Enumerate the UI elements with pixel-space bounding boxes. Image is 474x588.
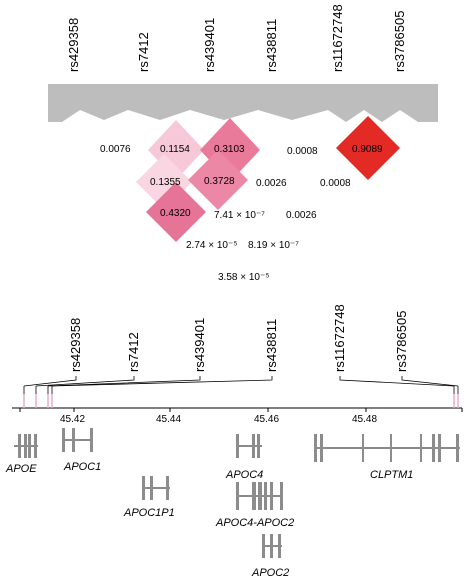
ld-snp-label: rs3786505	[392, 11, 407, 72]
ld-value: 0.9089	[352, 144, 383, 155]
ld-value: 0.0026	[256, 178, 287, 189]
snp-markers	[23, 394, 459, 408]
ld-value: 0.1154	[160, 144, 190, 155]
gene-clptm1: CLPTM1	[314, 434, 460, 481]
chromosome-axis: 45.42 45.44 45.46 45.48	[12, 407, 463, 425]
ld-snp-label: rs439401	[202, 18, 217, 72]
axis-tick-label: 45.48	[352, 414, 377, 425]
ld-header-band	[48, 84, 438, 122]
gene-apoc2: APOC2	[251, 534, 289, 579]
gene-apoc1: APOC1	[62, 428, 101, 473]
track-snp-label: rs7412	[126, 332, 141, 372]
gene-label: APOE	[5, 463, 37, 475]
ld-snp-label: rs7412	[136, 32, 151, 72]
ld-snp-label: rs429358	[66, 18, 81, 72]
snp-connectors	[23, 376, 459, 394]
gene-label: APOC4	[225, 469, 263, 481]
ld-value: 0.0026	[286, 210, 317, 221]
track-snp-label: rs11672748	[332, 304, 347, 372]
ld-cell-diamond	[188, 150, 248, 210]
ld-snp-label: rs438811	[264, 19, 279, 72]
axis-tick-label: 45.44	[156, 414, 181, 425]
gray-band	[48, 84, 438, 122]
track-snp-label: rs429358	[68, 318, 83, 372]
gene-apoc4-apoc2: APOC4-APOC2	[215, 482, 294, 529]
gene-apoe: APOE	[5, 434, 38, 475]
ld-value: 0.0076	[100, 144, 131, 155]
ld-value: 0.1355	[150, 177, 181, 188]
axis-tick-label: 45.42	[60, 414, 85, 425]
gene-apoc1p1: APOC1P1	[123, 476, 175, 519]
ld-cell-diamond	[336, 116, 400, 180]
ld-value: 0.3728	[204, 176, 235, 187]
track-snp-label: rs438811	[264, 319, 279, 372]
ld-cell-diamond	[146, 182, 206, 242]
track-snp-label: rs439401	[192, 318, 207, 372]
ld-snp-label: rs11672748	[330, 4, 345, 72]
ld-value: 7.41 × 10⁻⁷	[214, 210, 265, 221]
ld-value: 0.0008	[320, 178, 351, 189]
gene-label: CLPTM1	[370, 469, 413, 481]
ld-value: 3.58 × 10⁻⁵	[218, 272, 269, 283]
gene-label: APOC4-APOC2	[215, 517, 294, 529]
axis-tick-label: 45.46	[254, 414, 279, 425]
gene-label: APOC1P1	[123, 507, 175, 519]
ld-diamonds	[136, 116, 400, 242]
gene-label: APOC2	[251, 567, 289, 579]
ld-value: 0.3103	[214, 144, 245, 155]
track-snp-label: rs3786505	[394, 311, 409, 372]
ld-value: 2.74 × 10⁻⁵	[186, 240, 237, 251]
ld-value: 0.0008	[287, 146, 318, 157]
track-snp-labels: rs429358 rs7412 rs439401 rs438811 rs1167…	[68, 304, 409, 372]
gene-apoc4: APOC4	[225, 434, 263, 481]
gene-label: APOC1	[63, 461, 101, 473]
ld-snp-labels: rs429358 rs7412 rs439401 rs438811 rs1167…	[66, 4, 407, 72]
ld-value: 8.19 × 10⁻⁷	[248, 240, 299, 251]
ld-value: 0.4320	[160, 208, 191, 219]
ld-values: 0.0076 0.1154 0.3103 0.0008 0.9089 0.135…	[100, 144, 383, 283]
